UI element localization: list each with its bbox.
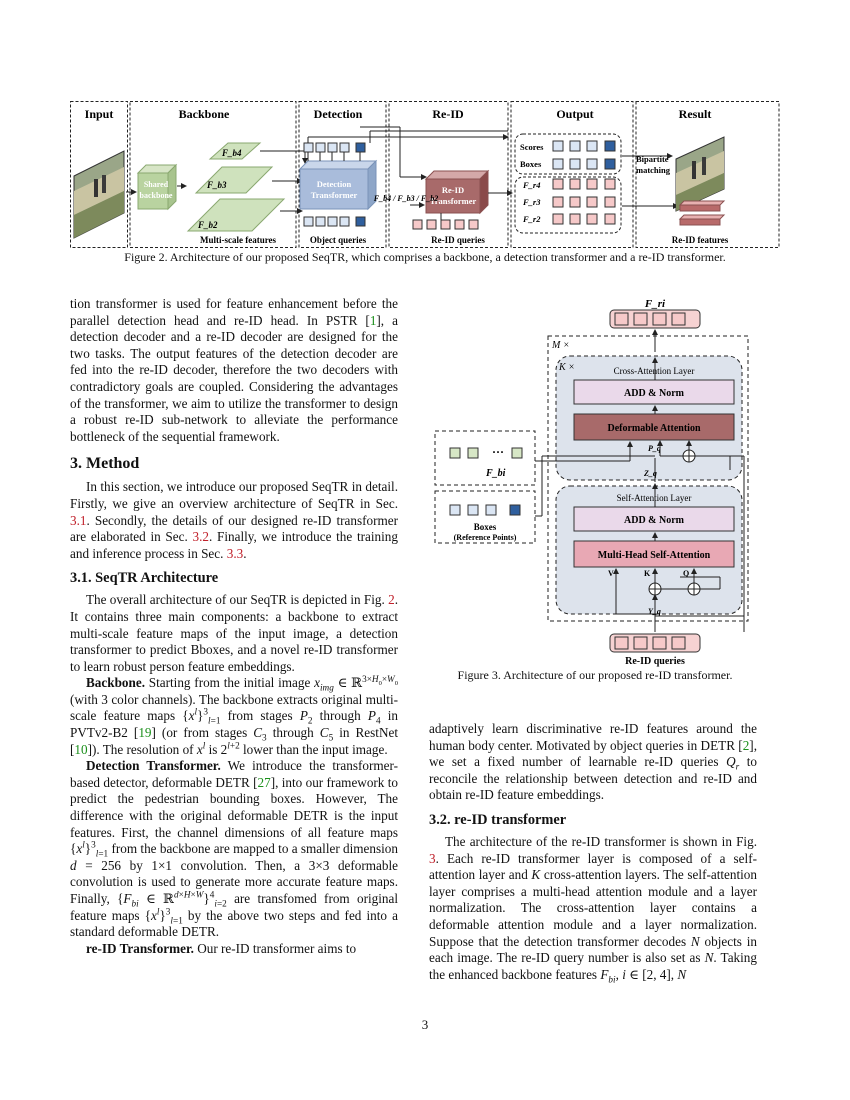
right-column: adaptively learn discriminative re-ID fe… — [429, 721, 758, 985]
paragraph-reid-transformer: The architecture of the re-ID transforme… — [429, 833, 757, 985]
mhsa-label: Multi-Head Self-Attention — [598, 550, 711, 561]
paragraph-detection-transformer: Detection Transformer. We introduce the … — [70, 758, 398, 940]
label-k: K — [644, 569, 651, 578]
heading-reid-transformer: 3.2. re-ID transformer — [429, 811, 567, 828]
label-reid-input: F_b4 / F_b3 / F_b2 — [373, 194, 438, 203]
label-scores: Scores — [520, 142, 544, 152]
label-fr4: F_r4 — [522, 180, 540, 190]
reid-transformer-label-1: Re-ID — [442, 185, 464, 195]
result-image — [675, 136, 725, 212]
shared-backbone-label-2: backbone — [140, 191, 173, 200]
label-self-attention-layer: Self-Attention Layer — [617, 493, 692, 503]
fbi-input-box — [434, 430, 536, 486]
figure-2-diagram: Input Backbone Detection Re-ID Output Re… — [70, 101, 780, 248]
reid-query-tokens-fig3 — [609, 633, 701, 653]
feature-plate-fb4 — [208, 142, 262, 160]
heading-method: 3. Method — [70, 455, 140, 473]
section-result-box — [635, 101, 780, 248]
label-boxes: Boxes — [520, 159, 542, 169]
fri-tokens — [609, 309, 701, 329]
box-tokens — [552, 158, 616, 170]
section-output-box — [510, 101, 634, 248]
label-boxes: Boxes — [474, 522, 497, 532]
det-transformer-label-2: Transformer — [311, 190, 358, 200]
label-reid-features: Re-ID features — [672, 235, 729, 245]
m-layer-box — [547, 335, 749, 622]
boxes-input-box — [434, 490, 536, 544]
detection-output-tokens — [303, 142, 366, 161]
label-fb3: F_b3 — [206, 180, 227, 190]
feature-plate-fb3 — [194, 166, 274, 194]
figure-2-caption: Figure 2. Architecture of our proposed S… — [124, 250, 726, 264]
label-zq: Z_q — [643, 469, 657, 478]
score-tokens — [552, 140, 616, 152]
deformable-attention-block — [573, 413, 735, 441]
page-number: 3 — [421, 1017, 429, 1032]
title-output: Output — [556, 107, 593, 121]
heading-seqtr-architecture: 3.1. SeqTR Architecture — [70, 570, 219, 587]
label-bipartite-1: Bipartite — [636, 154, 669, 164]
figure-3-diagram: F_ri M × K × Cross-Attention Layer ADD &… — [434, 298, 749, 667]
reid-transformer-label-2: Transformer — [430, 196, 477, 206]
paragraph-method: In this section, we introduce our propos… — [70, 479, 398, 561]
label-v: V — [608, 569, 614, 578]
section-backbone-box — [129, 101, 297, 248]
label-yq: Y_q — [648, 607, 661, 616]
title-backbone: Backbone — [179, 107, 230, 121]
feature-plate-fb2 — [186, 198, 286, 232]
paragraph-intro: tion transformer is used for feature enh… — [70, 296, 398, 444]
label-reference-points: (Reference Points) — [454, 533, 517, 542]
object-query-tokens — [303, 216, 366, 227]
shared-backbone-label-1: Shared — [144, 180, 169, 189]
label-pq: P_q — [648, 444, 661, 453]
paragraph-reid-queries: adaptively learn discriminative re-ID fe… — [429, 721, 758, 803]
left-column: tion transformer is used for feature enh… — [70, 296, 398, 957]
label-fb4: F_b4 — [221, 148, 242, 158]
label-k-times: K × — [558, 362, 575, 373]
title-detection: Detection — [314, 107, 363, 121]
paragraph-architecture: The overall architecture of our SeqTR is… — [70, 592, 399, 674]
label-fr2: F_r2 — [522, 214, 541, 224]
detection-transformer-block: Detection Transformer — [298, 159, 378, 211]
section-reid-box — [388, 101, 509, 248]
svg-text:···: ··· — [492, 445, 504, 459]
label-object-queries: Object queries — [310, 235, 367, 245]
label-fri: F_ri — [644, 298, 666, 310]
section-input-box — [70, 101, 128, 248]
label-fb2: F_b2 — [197, 220, 218, 230]
label-cross-attention-layer: Cross-Attention Layer — [614, 366, 695, 376]
self-add-norm-block — [573, 506, 735, 532]
label-fr3: F_r3 — [522, 197, 541, 207]
boxes-tokens — [449, 504, 521, 516]
paragraph-reid-transformer-intro: re-ID Transformer. Our re-ID transformer… — [86, 940, 357, 956]
shared-backbone-block: Shared backbone — [136, 163, 178, 211]
cross-add-norm-block — [573, 379, 735, 405]
fr-tokens — [552, 178, 616, 225]
label-reid-queries: Re-ID queries — [625, 656, 685, 667]
input-image — [73, 150, 125, 239]
deformable-attention-label: Deformable Attention — [607, 423, 700, 434]
output-reid-group — [514, 176, 622, 234]
reid-transformer-block: Re-ID Transformer — [424, 169, 490, 215]
label-multi-scale: Multi-scale features — [200, 235, 277, 245]
title-input: Input — [85, 107, 114, 121]
output-det-group — [514, 133, 622, 175]
label-m-times: M × — [551, 340, 570, 351]
section-detection-box — [298, 101, 387, 248]
self-add-norm-label: ADD & Norm — [624, 515, 685, 526]
title-reid: Re-ID — [432, 107, 464, 121]
label-q: Q — [683, 569, 689, 578]
fbi-tokens: ··· — [449, 445, 523, 459]
label-fbi: F_bi — [485, 468, 506, 479]
mhsa-block — [573, 540, 735, 568]
reid-query-tokens — [412, 213, 479, 230]
label-bipartite-2: matching — [636, 165, 671, 175]
title-result: Result — [679, 107, 712, 121]
paragraph-backbone: Backbone. Starting from the initial imag… — [70, 673, 399, 757]
figure-3-caption: Figure 3. Architecture of our proposed r… — [457, 668, 733, 682]
cross-add-norm-label: ADD & Norm — [624, 388, 685, 399]
det-transformer-label-1: Detection — [317, 179, 352, 189]
label-reid-queries: Re-ID queries — [431, 235, 485, 245]
reid-feature-bars — [678, 200, 726, 226]
